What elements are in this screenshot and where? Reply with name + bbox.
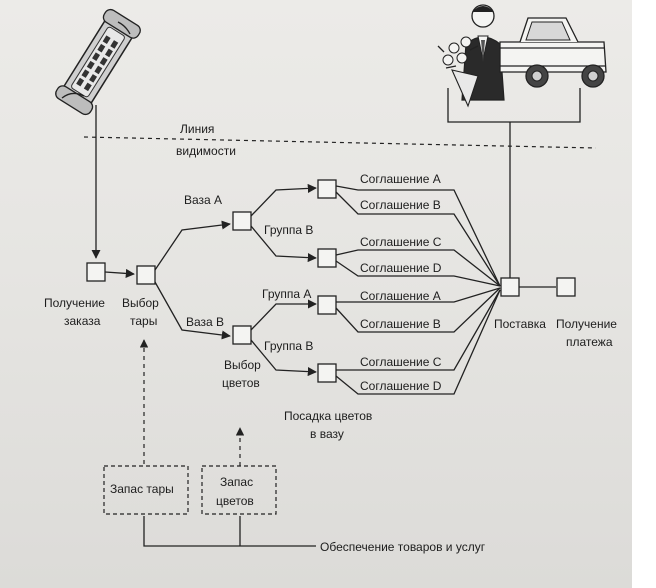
upper-branch-b: [250, 225, 317, 263]
order-box: [86, 262, 106, 282]
order-to-vase-arrow: [104, 268, 135, 278]
scan-margin: [632, 0, 656, 588]
agreement-lines: [335, 185, 501, 395]
vase-stock-box: [103, 465, 189, 515]
agreement-label-6: Соглашение B: [360, 317, 441, 331]
agreement-label-8: Соглашение D: [360, 379, 442, 393]
vase-b-branch: [154, 281, 231, 340]
agreement-label-1: Соглашение A: [360, 172, 441, 186]
group-box-2: [317, 248, 337, 268]
planting-label-1: Посадка цветов: [284, 409, 372, 423]
lower-group-a-label: Группа A: [262, 287, 311, 301]
flower-stock-label-2: цветов: [216, 494, 254, 508]
support-bracket: [143, 516, 316, 547]
vase-b-label: Ваза B: [186, 315, 224, 329]
lower-group-b-label: Группа B: [264, 339, 313, 353]
group-box-4: [317, 363, 337, 383]
delivery-label: Поставка: [494, 317, 546, 331]
visibility-label-1: Линия: [180, 122, 214, 136]
scanned-page: [0, 0, 632, 588]
vase-a-branch: [154, 220, 231, 271]
vase-choice-label-1: Выбор: [122, 296, 159, 310]
vase-a-box: [232, 211, 252, 231]
pickup-truck-icon: [499, 17, 607, 88]
florist-icon: [437, 4, 505, 108]
order-label-1: Получение: [44, 296, 105, 310]
visibility-line: [83, 136, 597, 149]
group-box-3: [317, 295, 337, 315]
flower-stock-label-1: Запас: [220, 475, 253, 489]
agreement-label-3: Соглашение C: [360, 235, 442, 249]
lower-branch-b: [250, 339, 317, 377]
agreement-label-5: Соглашение A: [360, 289, 441, 303]
bouquet-icon: [437, 36, 479, 108]
payment-box: [556, 277, 576, 297]
upper-branch-a: [250, 183, 317, 217]
payment-label-2: платежа: [566, 335, 613, 349]
flower-choice-box: [232, 325, 252, 345]
vase-choice-label-2: тары: [130, 314, 157, 328]
planting-label-2: в вазу: [310, 427, 344, 441]
flower-stock-box: [201, 465, 277, 515]
agreement-label-2: Соглашение B: [360, 198, 441, 212]
vase-a-label: Ваза A: [184, 193, 222, 207]
support-label: Обеспечение товаров и услуг: [320, 540, 486, 554]
visibility-label-2: видимости: [176, 144, 236, 158]
vase-choice-box: [136, 265, 156, 285]
payment-label-1: Получение: [556, 317, 617, 331]
delivery-box: [500, 277, 520, 297]
flower-choice-label-1: Выбор: [224, 358, 261, 372]
group-box-1: [317, 179, 337, 199]
customer-bracket: [447, 88, 581, 123]
lower-branch-a: [250, 299, 317, 331]
telephone-icon: [55, 8, 141, 116]
agreement-label-4: Соглашение D: [360, 261, 442, 275]
agreement-label-7: Соглашение C: [360, 355, 442, 369]
upper-group-label: Группа B: [264, 223, 313, 237]
vase-stock-label: Запас тары: [110, 482, 174, 496]
order-label-2: заказа: [64, 314, 101, 328]
flower-choice-label-2: цветов: [222, 376, 260, 390]
